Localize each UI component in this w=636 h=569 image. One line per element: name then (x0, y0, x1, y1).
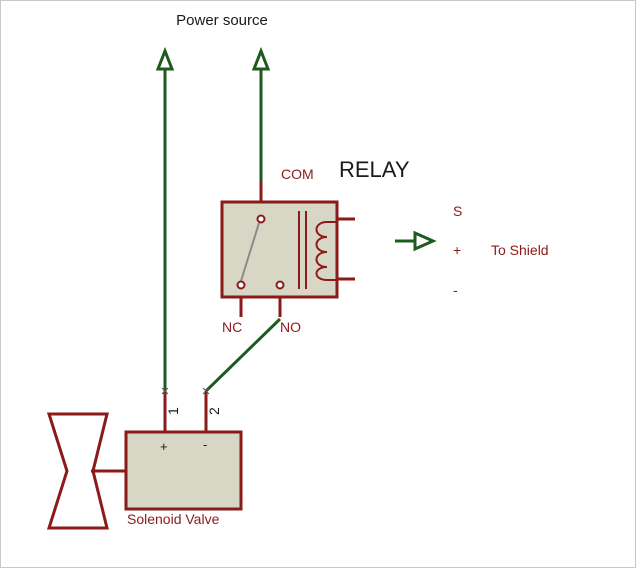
shield-label: To Shield (491, 242, 549, 258)
junction-marker-pin2 (202, 387, 210, 395)
junction-marker-pin1 (161, 387, 169, 395)
power-arrow-left-icon (155, 46, 175, 71)
relay-com-label: COM (281, 166, 314, 182)
solenoid-pin1-number: 1 (165, 407, 181, 415)
solenoid-body (124, 430, 243, 511)
power-terminal-right[interactable] (251, 46, 271, 71)
solenoid-valve-component[interactable]: + - (46, 412, 243, 530)
valve-symbol-icon (46, 412, 109, 530)
power-arrow-right-icon (251, 46, 271, 71)
wire-relay-no-to-solenoid-pin2[interactable] (204, 317, 282, 393)
power-source-label: Power source (176, 12, 268, 29)
relay-com-contact (256, 214, 266, 224)
solenoid-pin1-sign: + (160, 439, 168, 454)
solenoid-pin2-sign: - (203, 437, 207, 452)
relay-coil-icon (315, 221, 337, 281)
relay-component[interactable] (220, 200, 355, 299)
solenoid-pin2-number: 2 (206, 407, 222, 415)
relay-nc-contact (236, 280, 246, 290)
relay-no-label: NO (280, 319, 301, 335)
shield-pin-minus: - (453, 282, 458, 298)
solenoid-label: Solenoid Valve (127, 511, 220, 527)
relay-no-contact (275, 280, 285, 290)
shield-pin-plus: + (453, 242, 461, 258)
relay-switch-arm (240, 222, 260, 282)
relay-nc-label: NC (222, 319, 242, 335)
shield-arrow-icon[interactable] (413, 230, 437, 252)
power-terminal-left[interactable] (155, 46, 175, 71)
shield-pin-s: S (453, 203, 462, 219)
relay-title: RELAY (339, 157, 410, 182)
